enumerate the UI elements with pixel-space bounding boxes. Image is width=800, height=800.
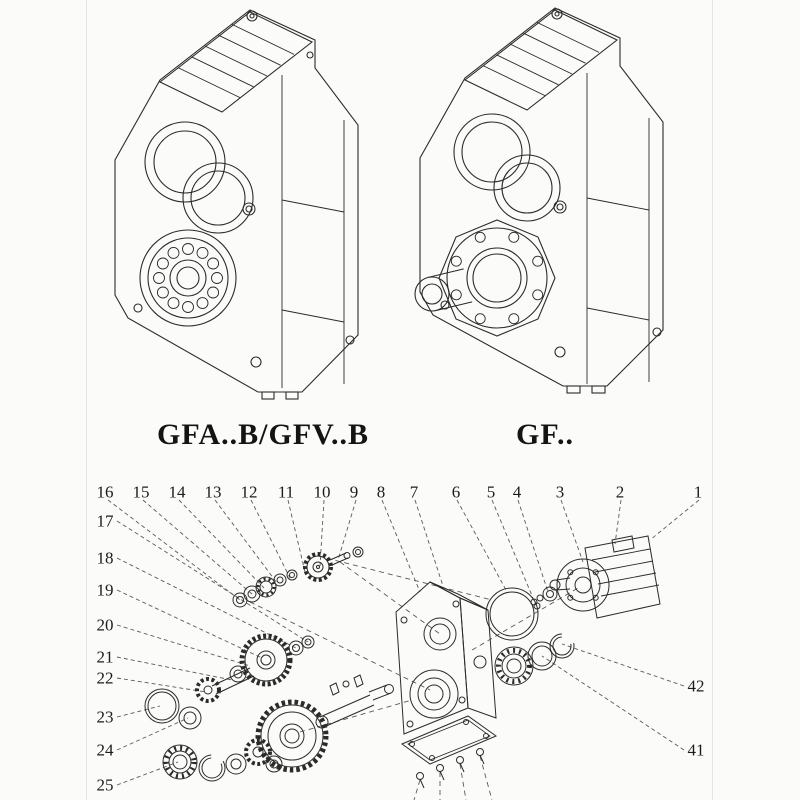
callout-4: 4	[512, 482, 522, 502]
callout-11: 11	[277, 482, 295, 502]
intermediate-shaft-parts	[195, 633, 315, 703]
callout-7: 7	[409, 482, 419, 502]
callout-24: 24	[96, 740, 114, 760]
callout-2: 2	[615, 482, 625, 502]
side-panel-frame	[586, 73, 650, 384]
callout-15: 15	[132, 482, 150, 502]
callout-8: 8	[376, 482, 386, 502]
callout-23: 23	[96, 707, 114, 727]
callout-42: 42	[687, 676, 705, 696]
cooling-ribs	[177, 23, 295, 99]
output-gear-parts	[255, 674, 394, 773]
callout-14: 14	[168, 482, 186, 502]
callout-16: 16	[96, 482, 114, 502]
callout-12: 12	[240, 482, 258, 502]
callout-19: 19	[96, 580, 114, 600]
motor-drawing	[549, 535, 661, 619]
callout-9: 9	[349, 482, 359, 502]
output-shaft	[414, 268, 473, 312]
main-bearing	[139, 229, 237, 327]
callout-5: 5	[486, 482, 496, 502]
callout-10: 10	[313, 482, 331, 502]
gasket-plate	[400, 715, 498, 789]
page-edge-right	[712, 0, 713, 800]
exploded-view-drawing	[107, 499, 700, 800]
page-edge-left	[86, 0, 87, 800]
callout-25: 25	[96, 775, 114, 795]
callout-13: 13	[204, 482, 222, 502]
motor-side-parts	[485, 586, 575, 686]
callout-18: 18	[96, 548, 114, 568]
callout-22: 22	[96, 668, 114, 688]
input-shaft-parts	[232, 546, 364, 608]
callout-17: 17	[96, 511, 114, 531]
cooling-ribs	[482, 21, 600, 97]
bearing-parts	[144, 688, 283, 782]
output-flange	[438, 219, 556, 337]
callout-41: 41	[687, 740, 705, 760]
side-panel-frame	[281, 75, 345, 388]
callout-3: 3	[555, 482, 565, 502]
callout-6: 6	[451, 482, 461, 502]
callout-1: 1	[693, 482, 703, 502]
leader-lines	[107, 499, 700, 786]
housing-drawing	[395, 581, 497, 735]
left-gearbox-drawing	[114, 9, 359, 400]
left-figure-caption: GFA..B/GFV..B	[157, 418, 369, 451]
right-figure-caption: GF..	[516, 418, 574, 451]
callout-21: 21	[96, 647, 114, 667]
callout-20: 20	[96, 615, 114, 635]
right-gearbox-drawing	[414, 7, 664, 394]
